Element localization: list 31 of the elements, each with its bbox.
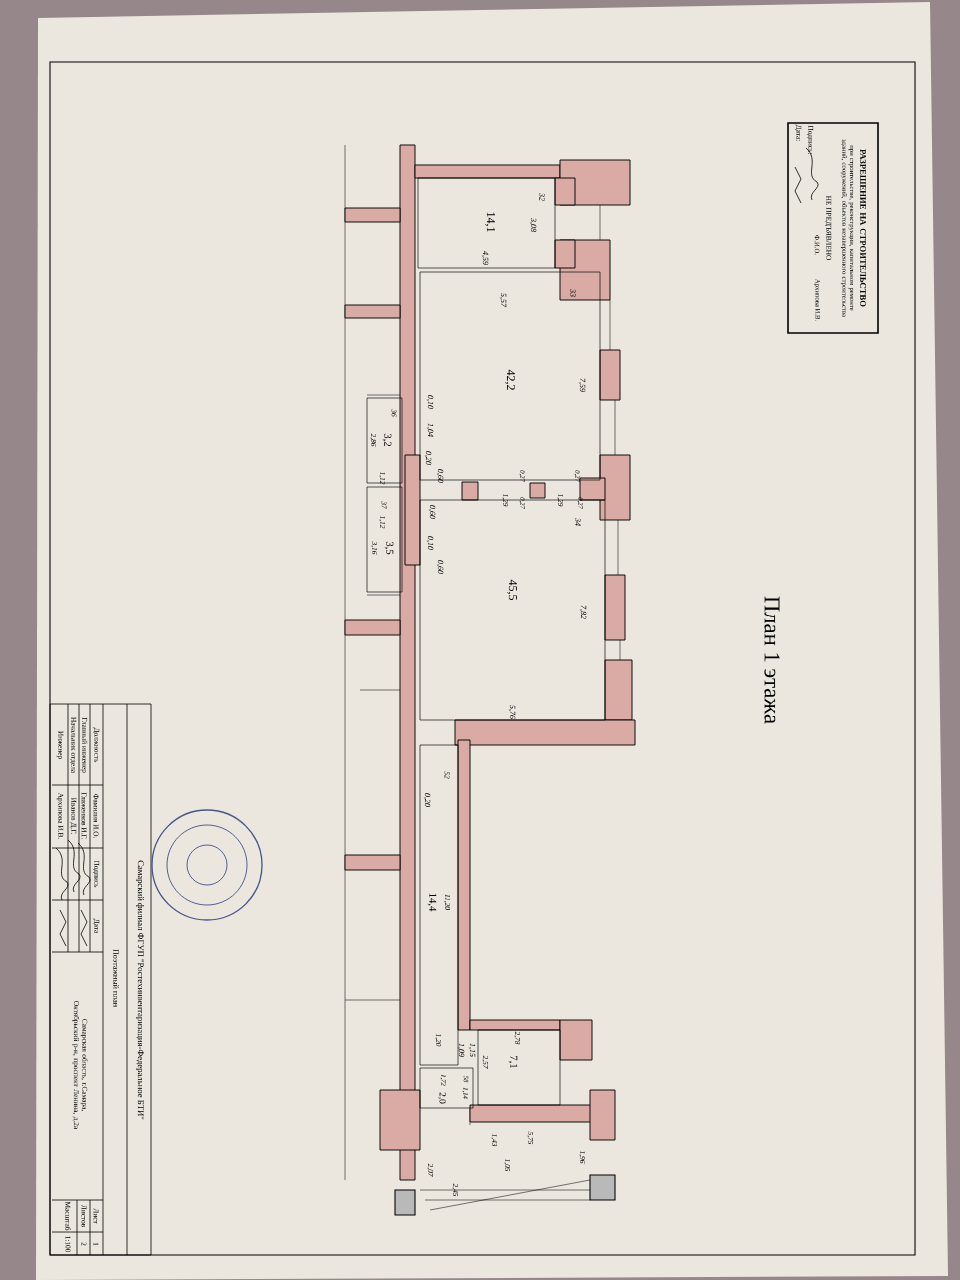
dimension-label: 32 <box>539 193 545 201</box>
area-label: 14,4 <box>427 893 437 912</box>
area-label: 3,5 <box>384 541 394 555</box>
area-label: 45,5 <box>507 579 517 601</box>
dimension-label: 5,57 <box>499 293 507 308</box>
dimension-label: 0,60 <box>428 505 436 519</box>
dimension-label: 0,60 <box>436 560 444 574</box>
dimension-label: 1,09 <box>457 1043 465 1057</box>
organization-text: Самарский филиал ФГУП "Ростехинвентаризация-Федеральное БТИ" <box>136 860 144 1120</box>
dimension-label: 3,08 <box>529 218 537 232</box>
plan-title: План 1 этажа <box>764 596 780 724</box>
dimension-label: 1,04 <box>426 423 434 437</box>
area-label: 14,1 <box>485 212 495 232</box>
dimension-label: 7,59 <box>578 378 586 392</box>
dimension-label: 4,59 <box>481 251 489 265</box>
area-label: 7,1 <box>508 1056 518 1069</box>
area-label: 3,2 <box>382 433 392 447</box>
sheet-title: Поэтажный план <box>113 949 119 1007</box>
dimension-label: 0,20 <box>424 451 432 465</box>
dimension-label: 0,10 <box>426 395 434 409</box>
dimension-label: 7,82 <box>579 605 587 619</box>
dimension-label: 33 <box>570 289 576 297</box>
dimension-label: 0,10 <box>426 536 434 550</box>
dimension-label: 0,20 <box>423 793 431 807</box>
dimension-label: 34 <box>575 518 581 526</box>
area-label: 2,0 <box>438 1092 446 1104</box>
dimension-label: 1,15 <box>468 1043 476 1057</box>
area-label: 42,2 <box>505 369 515 390</box>
dimension-label: 5,76 <box>508 705 516 719</box>
heading: РАЗРЕШЕНИЕ НА СТРОИТЕЛЬСТВО <box>860 149 866 307</box>
dimension-label: 0,60 <box>436 469 444 483</box>
